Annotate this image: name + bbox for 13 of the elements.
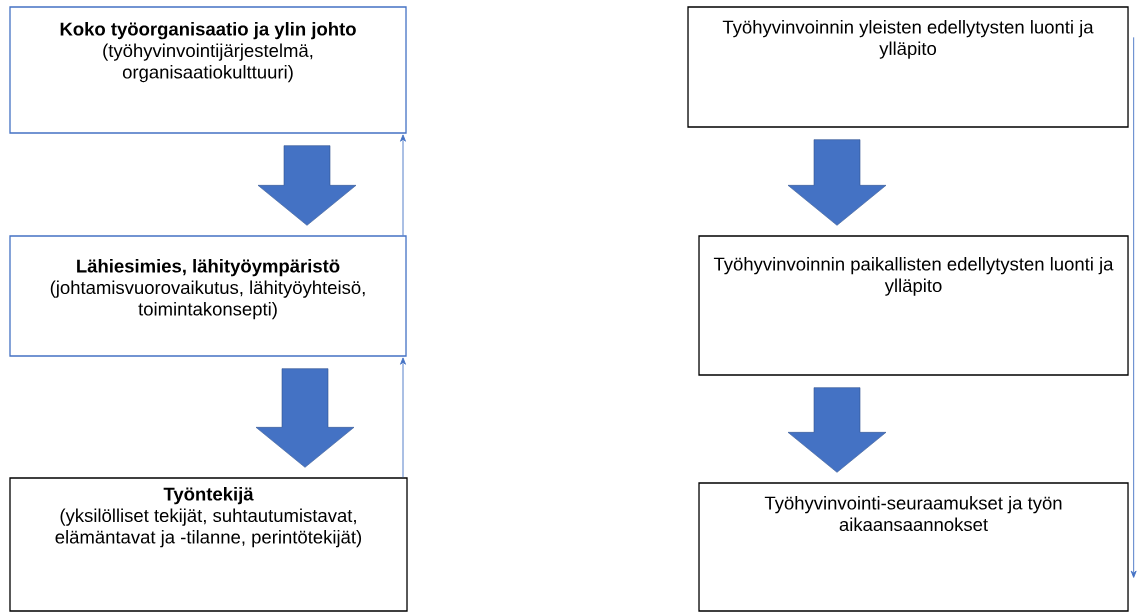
- process-box: Työhyvinvoinnin paikallisten edellytysten luonti ja ylläpito: [698, 235, 1129, 376]
- process-box: Työhyvinvointi-seuraamukset ja työn aikaansaannokset: [698, 482, 1129, 612]
- block-arrow: [255, 368, 355, 468]
- block-arrow: [787, 139, 887, 226]
- arrow: [400, 357, 406, 478]
- block-arrow: [257, 145, 357, 226]
- process-box: Työntekijä (yksilölliset tekijät, suhtautumistavat, elämäntavat ja -tilanne, perintötekijät): [9, 477, 408, 612]
- process-box: Lähiesimies, lähityöympäristö (johtamisvuorovaikutus, lähityöyhteisö, toimintakonsepti): [9, 235, 407, 357]
- process-box: Työhyvinvoinnin yleisten edellytysten luonti ja ylläpito: [687, 6, 1129, 128]
- arrow: [1130, 36, 1137, 578]
- block-arrow: [787, 387, 887, 473]
- arrow: [400, 134, 406, 236]
- process-box: Koko työorganisaatio ja ylin johto (työhyvinvointijärjestelmä, organisaatiokulttuuri): [9, 6, 407, 134]
